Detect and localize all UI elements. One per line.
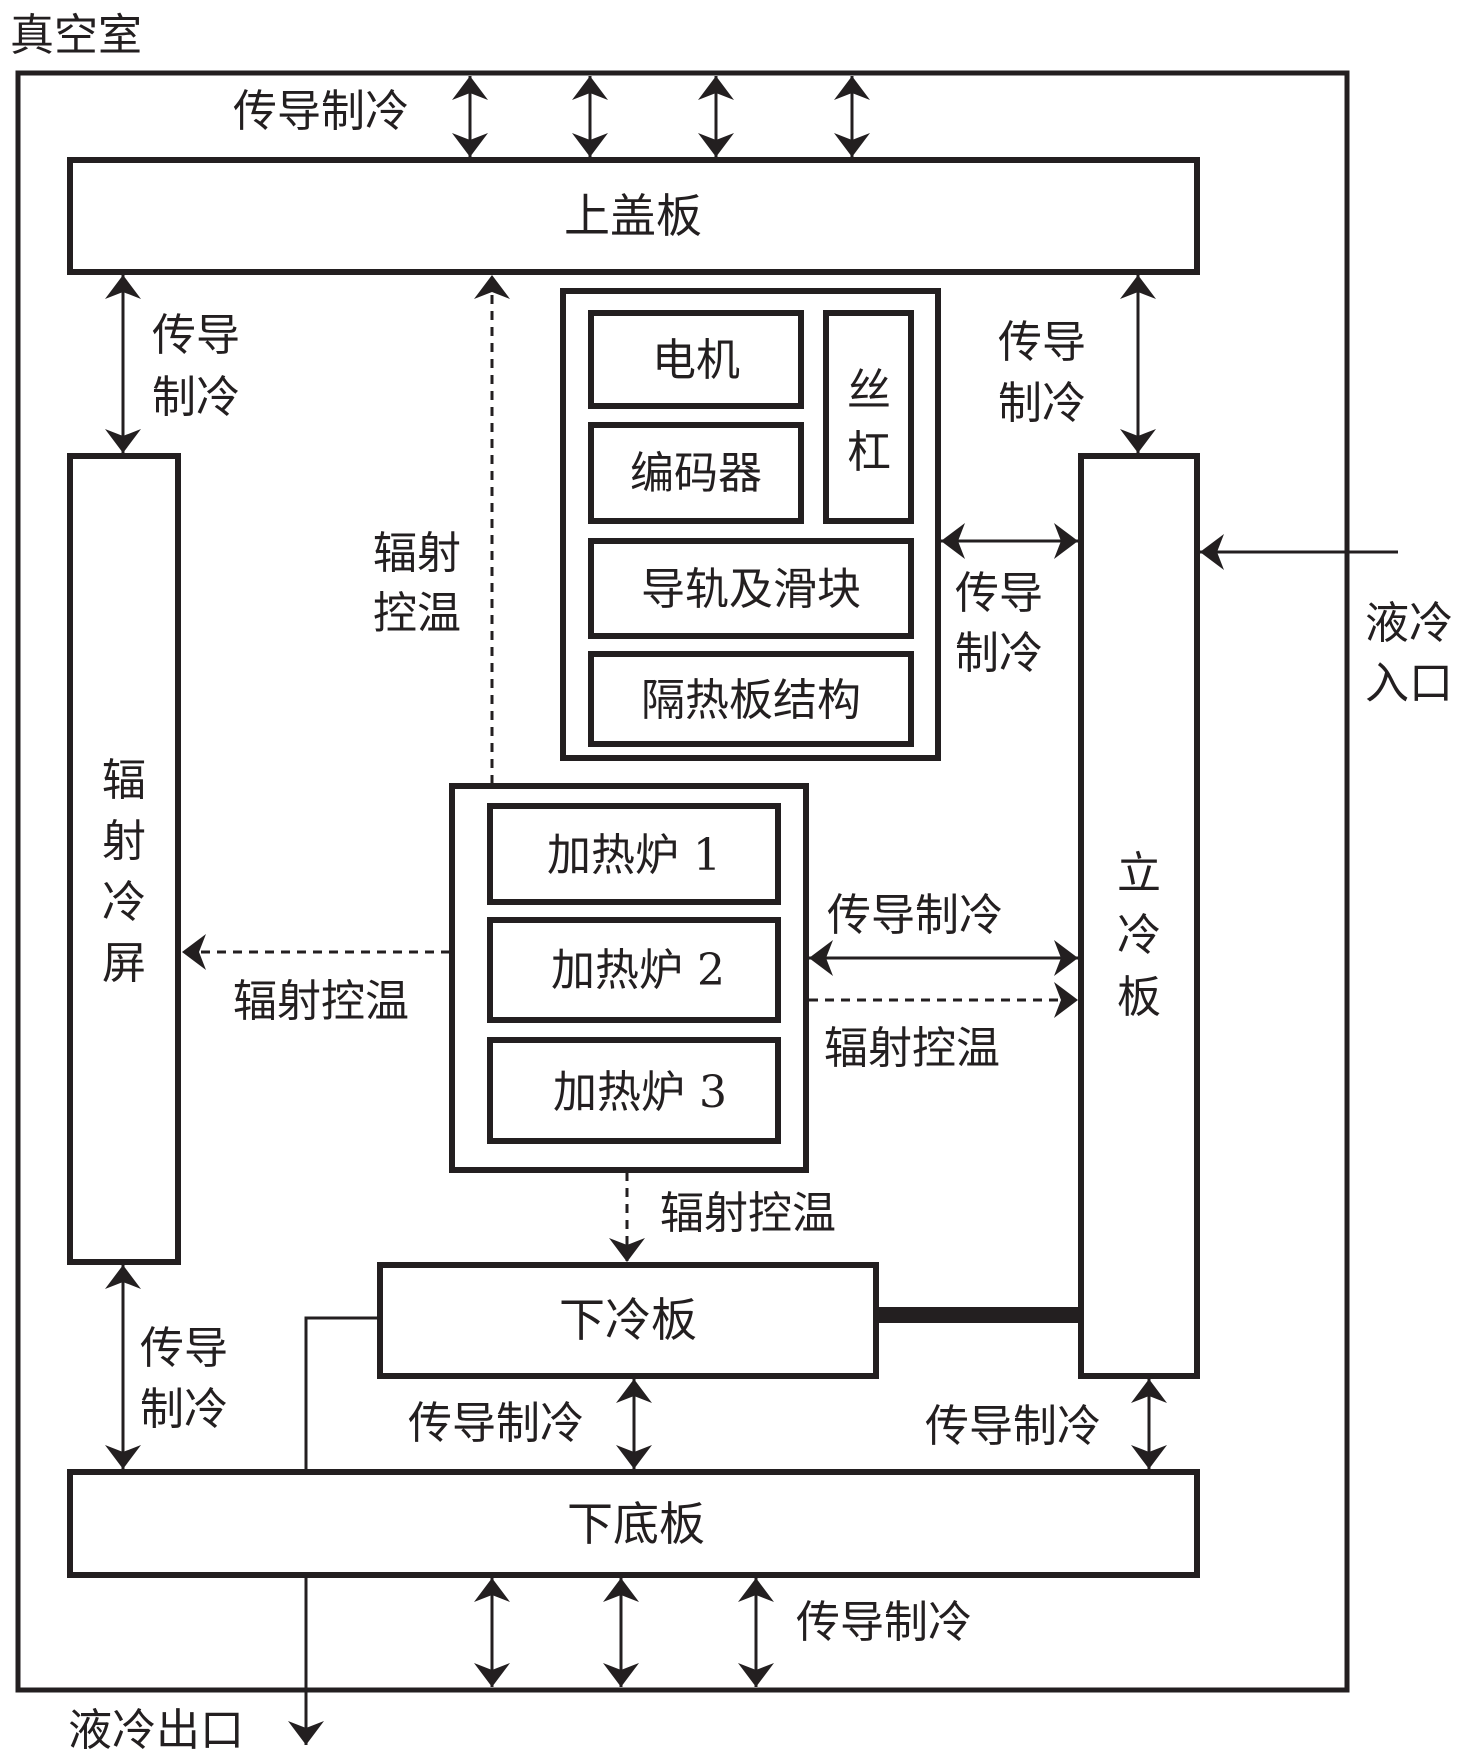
lead-screw-box [823, 310, 914, 524]
encoder-label: 编码器 [630, 448, 762, 499]
bottom-conduction-label: 传导制冷 [796, 1597, 972, 1648]
motor-label: 电机 [652, 335, 740, 386]
bottom-plate [67, 1469, 1200, 1578]
furnace-1-box [487, 803, 781, 905]
radiation-label-up-2: 控温 [373, 588, 461, 639]
lead-screw-char-2: 杠 [847, 427, 891, 478]
guide-rail-box [588, 538, 914, 639]
radiation-label-left: 辐射控温 [233, 976, 409, 1027]
liquid-outlet-pipe [304, 1316, 377, 1740]
vertical-plate-char-3: 板 [1117, 972, 1161, 1023]
furnace-1-label: 加热炉 1 [547, 830, 721, 881]
conduction-label-right-top-1: 传导 [998, 317, 1086, 368]
insulation-box [588, 651, 914, 747]
vertical-plate-char-1: 立 [1117, 848, 1161, 899]
bottom-plate-label: 下底板 [567, 1497, 705, 1551]
furnace-2-label: 加热炉 2 [551, 945, 725, 996]
radiant-cold-shield [67, 453, 181, 1265]
conduction-label-lower-plate: 传导制冷 [408, 1398, 584, 1449]
liquid-outlet-label: 液冷出口 [68, 1705, 244, 1756]
conduction-label-left-bottom-2: 制冷 [140, 1384, 228, 1435]
furnace-2-box [487, 917, 781, 1023]
vertical-cold-plate [1078, 453, 1200, 1379]
liquid-inlet-label-1: 液冷 [1365, 598, 1453, 649]
vertical-plate-char-2: 冷 [1117, 910, 1161, 961]
radiation-label-down: 辐射控温 [660, 1188, 836, 1239]
radiant-shield-char-3: 冷 [102, 877, 146, 928]
top-cover-plate [67, 157, 1200, 275]
lower-cold-plate-label: 下冷板 [559, 1293, 697, 1347]
top-conduction-label: 传导制冷 [233, 86, 409, 137]
lead-screw-char-1: 丝 [847, 365, 891, 416]
top-cover-label: 上盖板 [564, 189, 702, 243]
guide-rail-label: 导轨及滑块 [641, 564, 861, 615]
conduction-label-left-top-1: 传导 [152, 310, 240, 361]
lower-cold-plate [377, 1262, 879, 1379]
radiant-shield-char-4: 屏 [102, 938, 146, 989]
furnace-3-box [487, 1037, 781, 1144]
conduction-label-mech-2: 制冷 [955, 628, 1043, 679]
conduction-label-furnace: 传导制冷 [827, 890, 1003, 941]
conduction-label-right-top-2: 制冷 [998, 378, 1086, 429]
conduction-label-mech-1: 传导 [955, 568, 1043, 619]
vacuum-chamber-title: 真空室 [10, 10, 142, 61]
radiation-label-up-1: 辐射 [373, 528, 461, 579]
conduction-label-vertical-plate: 传导制冷 [925, 1401, 1101, 1452]
vacuum-chamber-frame [15, 70, 1350, 1693]
bottom-conduction-arrows [474, 1578, 774, 1687]
radiation-label-right: 辐射控温 [824, 1023, 1000, 1074]
connecting-bar [876, 1307, 1081, 1323]
liquid-inlet-label-2: 入口 [1365, 658, 1453, 709]
radiant-shield-char-2: 射 [102, 816, 146, 867]
insulation-label: 隔热板结构 [641, 675, 861, 726]
motor-box [588, 310, 804, 409]
radiant-shield-char-1: 辐 [102, 755, 146, 806]
furnace-3-label: 加热炉 3 [553, 1067, 727, 1118]
encoder-box [588, 422, 804, 524]
radiant-shield-label: 辐 射 冷 屏 [102, 755, 146, 989]
conduction-label-left-bottom-1: 传导 [140, 1323, 228, 1374]
top-conduction-arrows [452, 76, 870, 157]
conduction-label-left-top-2: 制冷 [152, 372, 240, 423]
